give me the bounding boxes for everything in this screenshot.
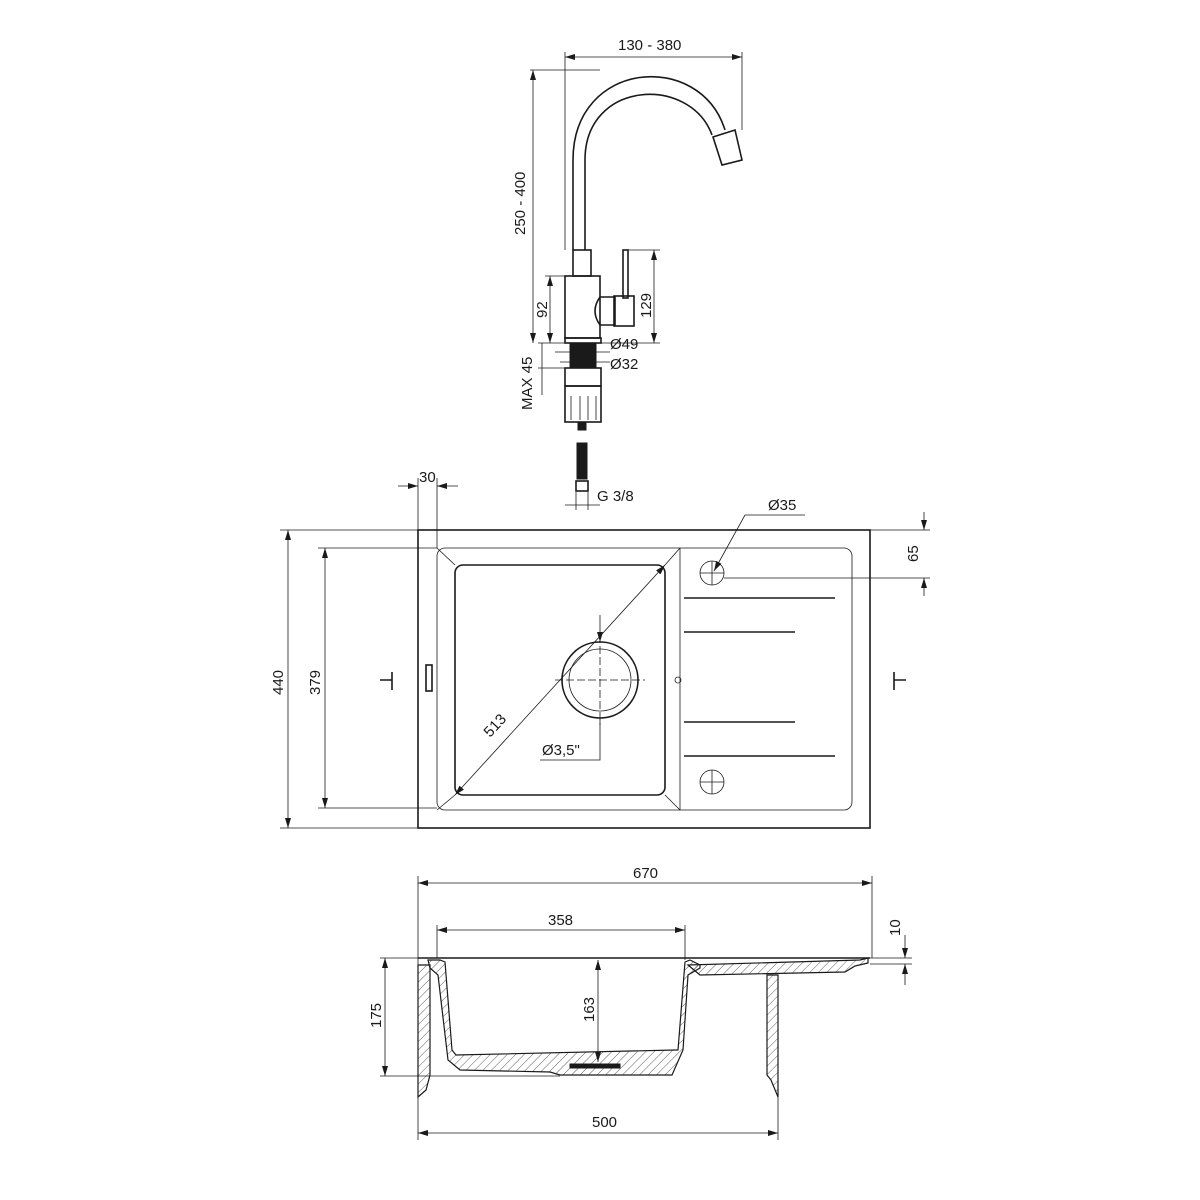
cabinet-wall-left bbox=[417, 964, 431, 1099]
cabinet-width-label: 500 bbox=[592, 1114, 617, 1131]
mounting-shank bbox=[569, 342, 597, 368]
drainboard-section bbox=[686, 957, 869, 976]
overflow-slot bbox=[425, 664, 433, 692]
rim-width-label: 30 bbox=[419, 469, 436, 486]
spout-outer bbox=[572, 75, 726, 250]
sink-outline bbox=[417, 529, 871, 829]
total-height-label: 175 bbox=[368, 1003, 385, 1028]
overall-depth-label: 440 bbox=[270, 670, 287, 695]
lever bbox=[622, 249, 629, 299]
lever-base bbox=[613, 295, 635, 327]
faucet-reach-label: 130 - 380 bbox=[618, 37, 681, 54]
sink-inner-rim bbox=[436, 547, 853, 811]
faucet-drawing: 130 - 380 250 - 400 92 129 Ø49 Ø32 MAX 4… bbox=[512, 37, 743, 510]
supply-hose bbox=[576, 442, 588, 480]
sink-section-view: 670 358 10 175 163 500 bbox=[368, 865, 912, 1140]
bowl-depth-label: 379 bbox=[307, 670, 324, 695]
connector-label: G 3/8 bbox=[597, 488, 634, 505]
rim-thickness-label: 10 bbox=[887, 919, 904, 936]
section-mark-left bbox=[380, 672, 393, 690]
bowl-height-label: 163 bbox=[581, 997, 598, 1022]
hole-inner-label: Ø32 bbox=[610, 356, 638, 373]
tap-hole-offset-label: 65 bbox=[905, 545, 922, 562]
bowl-diagonal-label: 513 bbox=[480, 711, 510, 741]
max-deck-label: MAX 45 bbox=[519, 357, 536, 410]
body-height-label: 92 bbox=[534, 301, 551, 318]
bowl-width-label: 358 bbox=[548, 912, 573, 929]
spout-aerator bbox=[711, 128, 743, 166]
drain-diameter-label: Ø3,5" bbox=[542, 742, 580, 759]
hole-outer-label: Ø49 bbox=[610, 336, 638, 353]
sink-top-view: 440 379 30 65 Ø35 513 Ø3,5" bbox=[270, 469, 930, 829]
tap-hole-diameter-label: Ø35 bbox=[768, 497, 796, 514]
cabinet-wall-right bbox=[766, 974, 779, 1098]
section-mark-right bbox=[893, 672, 906, 690]
faucet-height-label: 250 - 400 bbox=[512, 172, 529, 235]
drain-outlet bbox=[569, 1063, 621, 1069]
overall-width-label: 670 bbox=[633, 865, 658, 882]
spout-inner bbox=[584, 93, 713, 250]
lever-height-label: 129 bbox=[638, 293, 655, 318]
bowl-wall bbox=[427, 959, 701, 1076]
